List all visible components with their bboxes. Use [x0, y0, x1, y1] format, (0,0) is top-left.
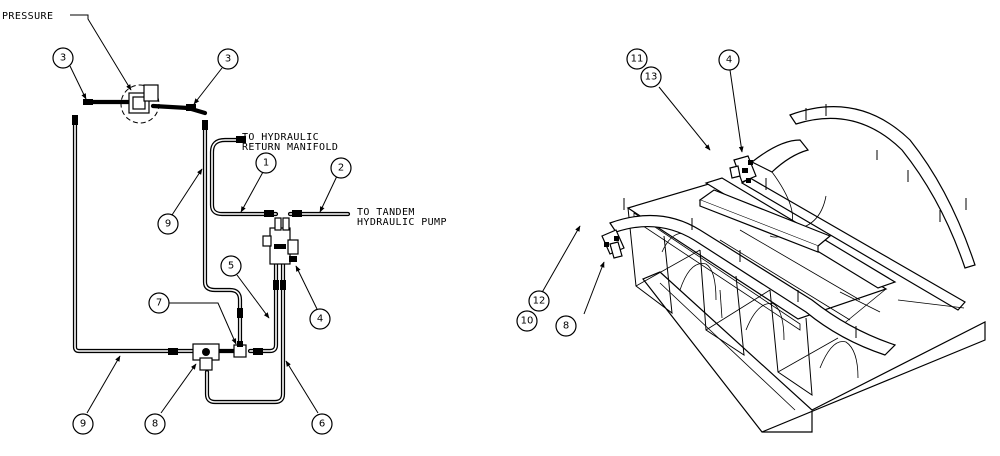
svg-text:13: 13	[645, 72, 658, 83]
callout-8-left: 8	[144, 413, 166, 435]
svg-text:8: 8	[152, 419, 158, 430]
hose-lines	[72, 99, 351, 405]
svg-text:1: 1	[263, 158, 269, 169]
hose-gauge-right	[150, 103, 208, 116]
fitting	[280, 280, 286, 290]
callout-6: 6	[311, 413, 333, 435]
svg-text:8: 8	[563, 321, 569, 332]
hose-fittings	[72, 99, 302, 355]
svg-text:9: 9	[80, 419, 86, 430]
fitting	[202, 120, 208, 130]
front-chute-panel	[609, 214, 897, 356]
hose-left-loop	[72, 117, 199, 354]
frame-arches	[661, 229, 881, 379]
callout-4-left: 4	[309, 308, 331, 330]
fitting	[237, 308, 243, 318]
chute-panels	[609, 106, 976, 356]
svg-text:2: 2	[338, 163, 344, 174]
return-manifold-label-2: RETURN MANIFOLD	[242, 142, 338, 153]
frame-supports	[627, 207, 965, 396]
fitting	[264, 210, 274, 217]
svg-text:9: 9	[165, 219, 171, 230]
pressure-label: PRESSURE	[2, 11, 53, 22]
tee-fitting	[233, 341, 247, 358]
callout-9-upper: 9	[157, 213, 179, 235]
return-manifold-label-1: TO HYDRAULIC	[242, 132, 319, 143]
hose-schematic: PRESSURE	[2, 11, 447, 435]
valve-mount-plate	[698, 189, 832, 253]
callout-5: 5	[220, 255, 242, 277]
pressure-gauge	[120, 84, 160, 124]
callout-4-right: 4	[718, 49, 740, 71]
tandem-pump-label-2: HYDRAULIC PUMP	[357, 217, 447, 228]
svg-text:7: 7	[156, 298, 162, 309]
frame-base	[642, 271, 986, 433]
hose-item-5	[247, 259, 279, 354]
filter-assembly	[192, 343, 220, 371]
svg-text:4: 4	[726, 55, 732, 66]
fitting	[253, 348, 263, 355]
svg-text:12: 12	[533, 296, 546, 307]
gauge-cap	[143, 84, 159, 102]
callout-2: 2	[330, 157, 352, 179]
isometric-frame-assembly: 11 13 4 12 10 8	[516, 48, 986, 433]
filter-mounted	[601, 229, 625, 259]
callout-7: 7	[148, 292, 170, 314]
callout-leaders-right	[539, 69, 744, 315]
callout-8-right: 8	[555, 315, 577, 337]
fitting	[83, 99, 93, 105]
hose-item-6	[204, 259, 286, 405]
control-valve-mounted	[729, 155, 757, 183]
fitting	[72, 115, 78, 125]
callout-10: 10	[516, 310, 538, 332]
callout-13: 13	[640, 66, 662, 88]
fitting	[292, 210, 302, 217]
callout-9-lower: 9	[72, 413, 94, 435]
callout-3-left: 3	[52, 47, 74, 69]
tandem-pump-label-1: TO TANDEM	[357, 207, 415, 218]
callout-3-right: 3	[217, 48, 239, 70]
bolt-studs	[623, 104, 967, 338]
svg-text:3: 3	[60, 53, 66, 64]
fitting	[273, 280, 279, 290]
callout-leaders-left	[69, 65, 338, 414]
svg-text:5: 5	[228, 261, 234, 272]
control-valve	[262, 217, 299, 265]
callout-11: 11	[626, 48, 648, 70]
svg-text:4: 4	[317, 314, 323, 325]
fitting	[168, 348, 178, 355]
svg-text:10: 10	[521, 316, 534, 327]
svg-text:6: 6	[319, 419, 325, 430]
callout-12: 12	[528, 290, 550, 312]
fitting	[236, 136, 246, 143]
gauge-dashed-outline	[120, 84, 160, 124]
svg-text:3: 3	[225, 54, 231, 65]
callout-1: 1	[255, 152, 277, 174]
fitting	[186, 104, 196, 111]
rear-chute-panel	[789, 106, 976, 269]
svg-text:11: 11	[631, 54, 644, 65]
pressure-leader	[70, 14, 132, 91]
